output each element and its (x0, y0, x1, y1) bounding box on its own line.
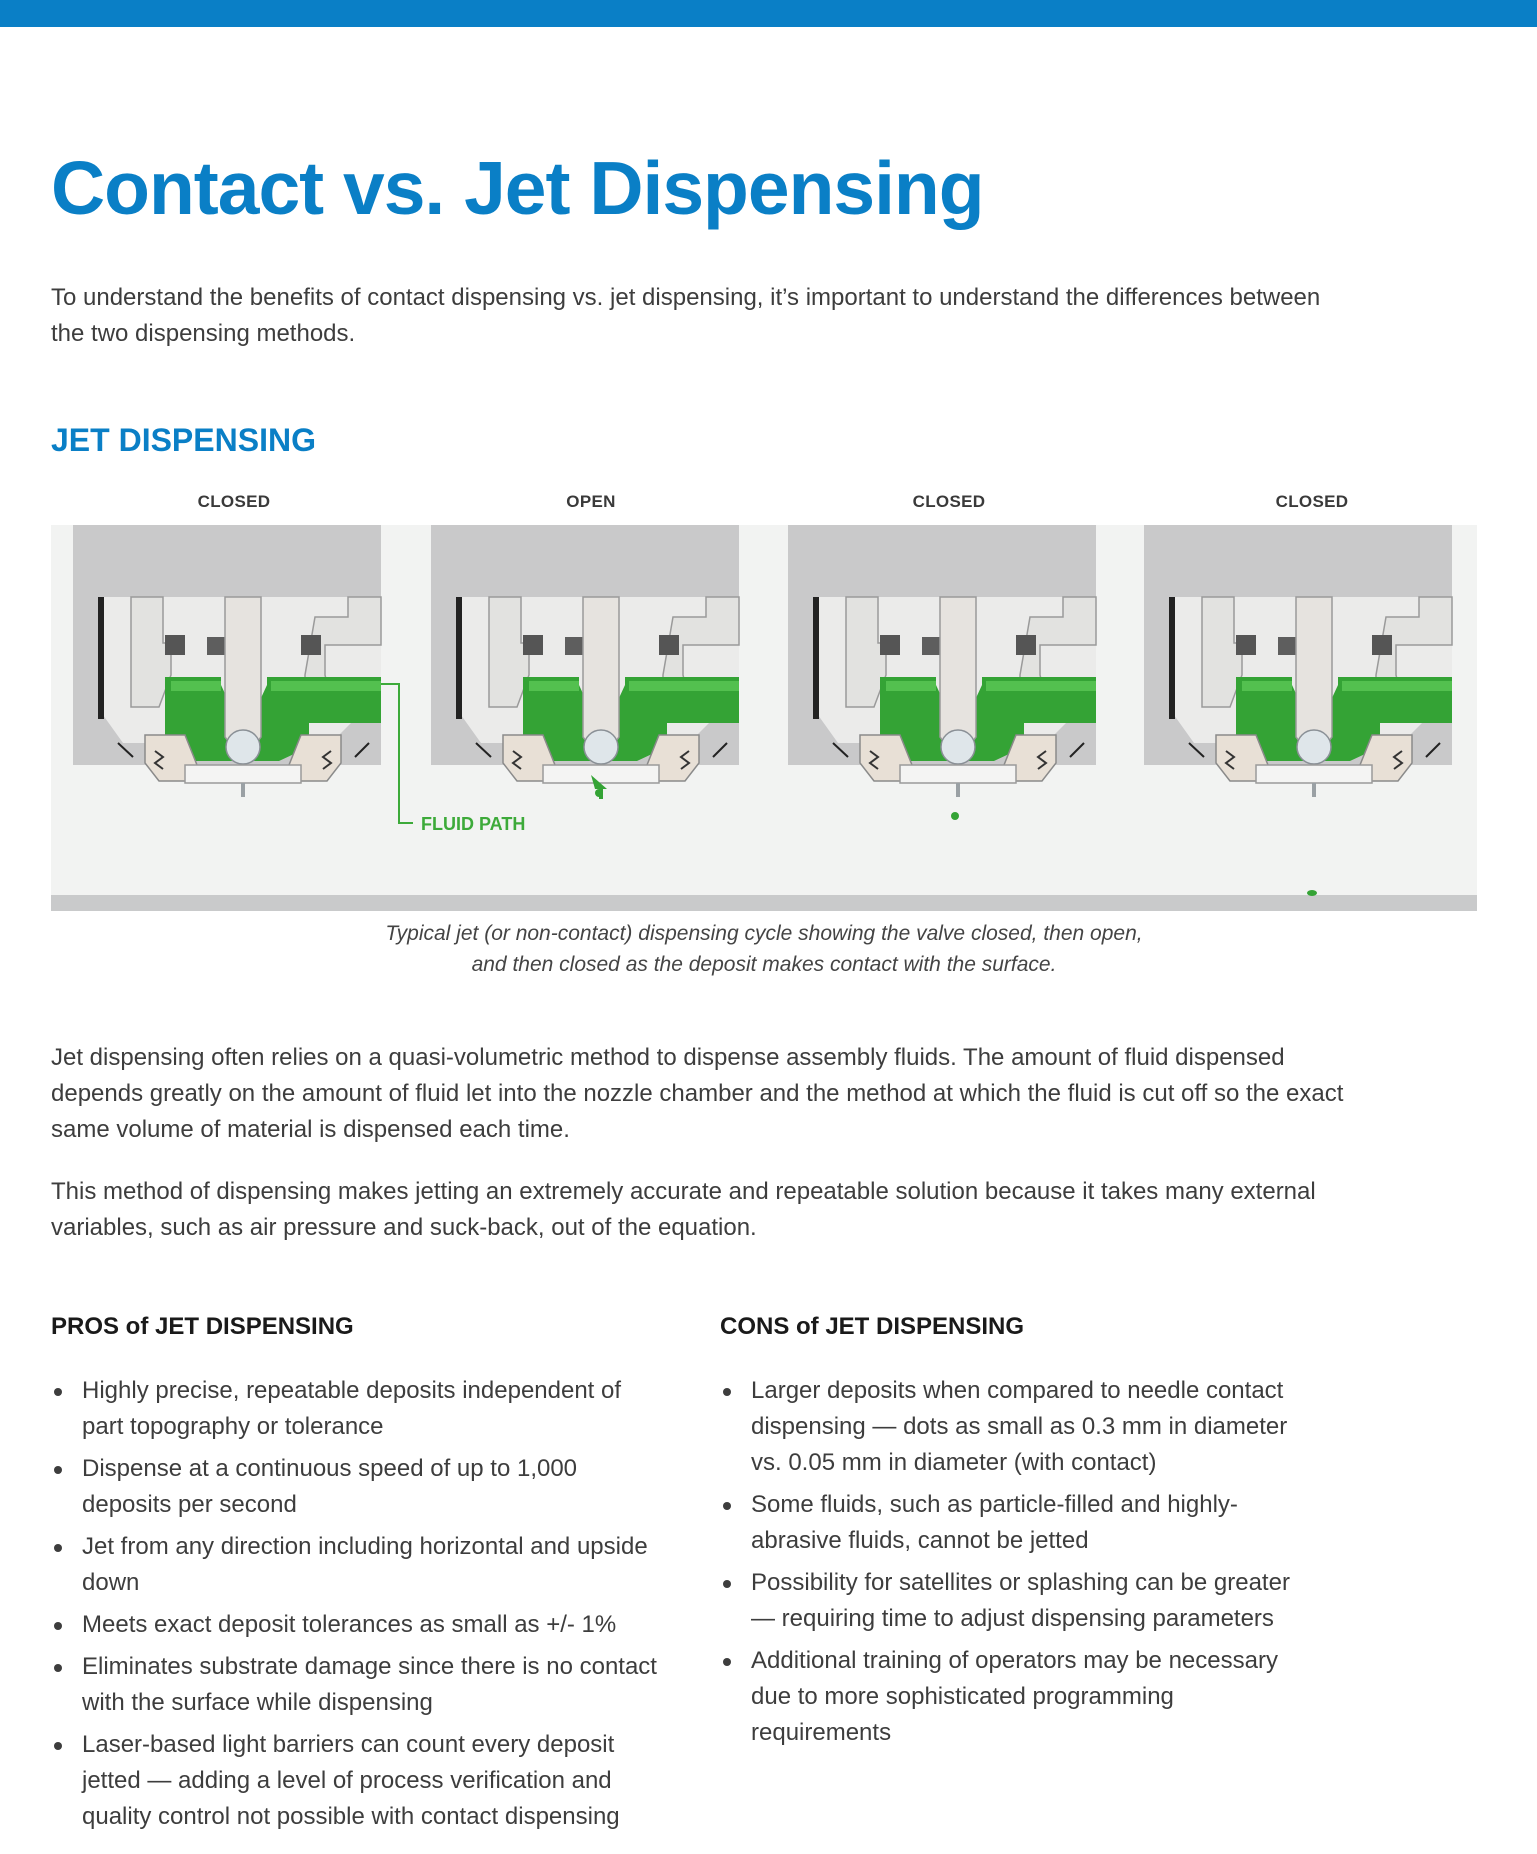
body-paragraph-1: Jet dispensing often relies on a quasi-v… (51, 1044, 1344, 1143)
cons-item: Larger deposits when compared to needle … (720, 1373, 1320, 1481)
cons-list: Larger deposits when compared to needle … (720, 1373, 1320, 1757)
pros-item: Laser-based light barriers can count eve… (51, 1727, 661, 1835)
valve-stage-2 (430, 525, 740, 784)
caption-line-1: Typical jet (or non-contact) dispensing … (385, 922, 1143, 945)
nozzle-tip-3 (956, 783, 960, 797)
cons-heading: CONS of JET DISPENSING (720, 1313, 1025, 1340)
jet-dispensing-cycle-diagram: FLUID PATH (51, 525, 1477, 911)
valve-stage-4 (1143, 525, 1453, 784)
caption-line-2: and then closed as the deposit makes con… (471, 953, 1057, 976)
pros-item: Jet from any direction including horizon… (51, 1529, 661, 1601)
pros-item: Highly precise, repeatable deposits inde… (51, 1373, 661, 1445)
pros-heading: PROS of JET DISPENSING (51, 1313, 354, 1340)
droplet-deposit (1307, 890, 1317, 896)
nozzle-tip-4 (1312, 783, 1316, 797)
stage-label-3: CLOSED (912, 492, 986, 511)
pros-item: Eliminates substrate damage since there … (51, 1649, 661, 1721)
fluid-path-label: FLUID PATH (421, 814, 525, 834)
cons-item: Additional training of operators may be … (720, 1643, 1320, 1751)
pros-item: Dispense at a continuous speed of up to … (51, 1451, 661, 1523)
intro-paragraph: To understand the benefits of contact di… (51, 284, 1321, 347)
page-title: Contact vs. Jet Dispensing (51, 146, 985, 230)
droplet-forming (595, 789, 603, 797)
stage-label-1: CLOSED (197, 492, 271, 511)
droplet-in-flight (951, 812, 959, 820)
body-paragraph-2: This method of dispensing makes jetting … (51, 1178, 1316, 1241)
stage-label-2: OPEN (566, 492, 616, 511)
figure-caption: Typical jet (or non-contact) dispensing … (51, 918, 1477, 980)
valve-stage-1 (72, 525, 382, 784)
section-title: JET DISPENSING (51, 422, 316, 458)
top-accent-bar (0, 0, 1537, 27)
valve-stage-3 (787, 525, 1097, 784)
pros-list: Highly precise, repeatable deposits inde… (51, 1373, 661, 1841)
stage-label-4: CLOSED (1275, 492, 1349, 511)
cons-item: Some fluids, such as particle-filled and… (720, 1487, 1320, 1559)
pros-item: Meets exact deposit tolerances as small … (51, 1607, 661, 1643)
nozzle-tip-1 (241, 783, 245, 797)
surface-bar (51, 895, 1477, 911)
fluid-path-leader (381, 683, 413, 824)
cons-item: Possibility for satellites or splashing … (720, 1565, 1320, 1637)
